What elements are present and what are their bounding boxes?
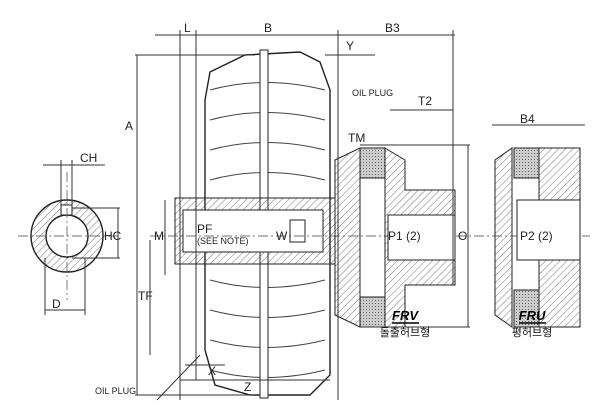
label-ch: CH — [80, 151, 97, 165]
label-oil-plug-bottom: OIL PLUG — [95, 386, 136, 396]
label-b3: B3 — [385, 21, 400, 35]
dimension-lines — [135, 30, 585, 401]
variant-name-fru: 평허브형 — [512, 326, 552, 339]
variant-captions: FRV 돌출허브형 FRU 평허브형 — [380, 308, 553, 339]
label-b4: B4 — [520, 112, 535, 126]
label-y: Y — [346, 39, 354, 53]
label-o: O — [458, 229, 467, 243]
label-hc: HC — [104, 229, 122, 243]
label-x: X — [208, 364, 216, 378]
bore-section — [18, 160, 120, 315]
frv-hub — [334, 147, 456, 328]
dimension-labels: CH HC D A M TF PF (SEE NOTE) W L B B3 Y … — [52, 21, 553, 396]
label-p2: P2 (2) — [520, 229, 553, 243]
label-w: W — [276, 229, 288, 243]
fru-hub — [494, 147, 581, 328]
label-m: M — [154, 229, 164, 243]
variant-name-frv: 돌출허브형 — [380, 326, 431, 339]
label-tf: TF — [138, 289, 153, 303]
variant-code-frv: FRV — [392, 308, 419, 323]
label-a: A — [125, 119, 133, 133]
label-oil-plug-top: OIL PLUG — [352, 88, 393, 98]
label-see-note: (SEE NOTE) — [197, 236, 249, 246]
label-p1: P1 (2) — [388, 229, 421, 243]
label-z: Z — [244, 380, 251, 394]
label-b: B — [264, 21, 272, 35]
coupling-body — [150, 49, 590, 399]
label-pf: PF — [197, 222, 212, 236]
label-l: L — [184, 21, 191, 35]
label-t2: T2 — [418, 94, 432, 108]
variant-code-fru: FRU — [519, 308, 546, 323]
label-tm: TM — [348, 131, 365, 145]
label-d: D — [52, 297, 61, 311]
